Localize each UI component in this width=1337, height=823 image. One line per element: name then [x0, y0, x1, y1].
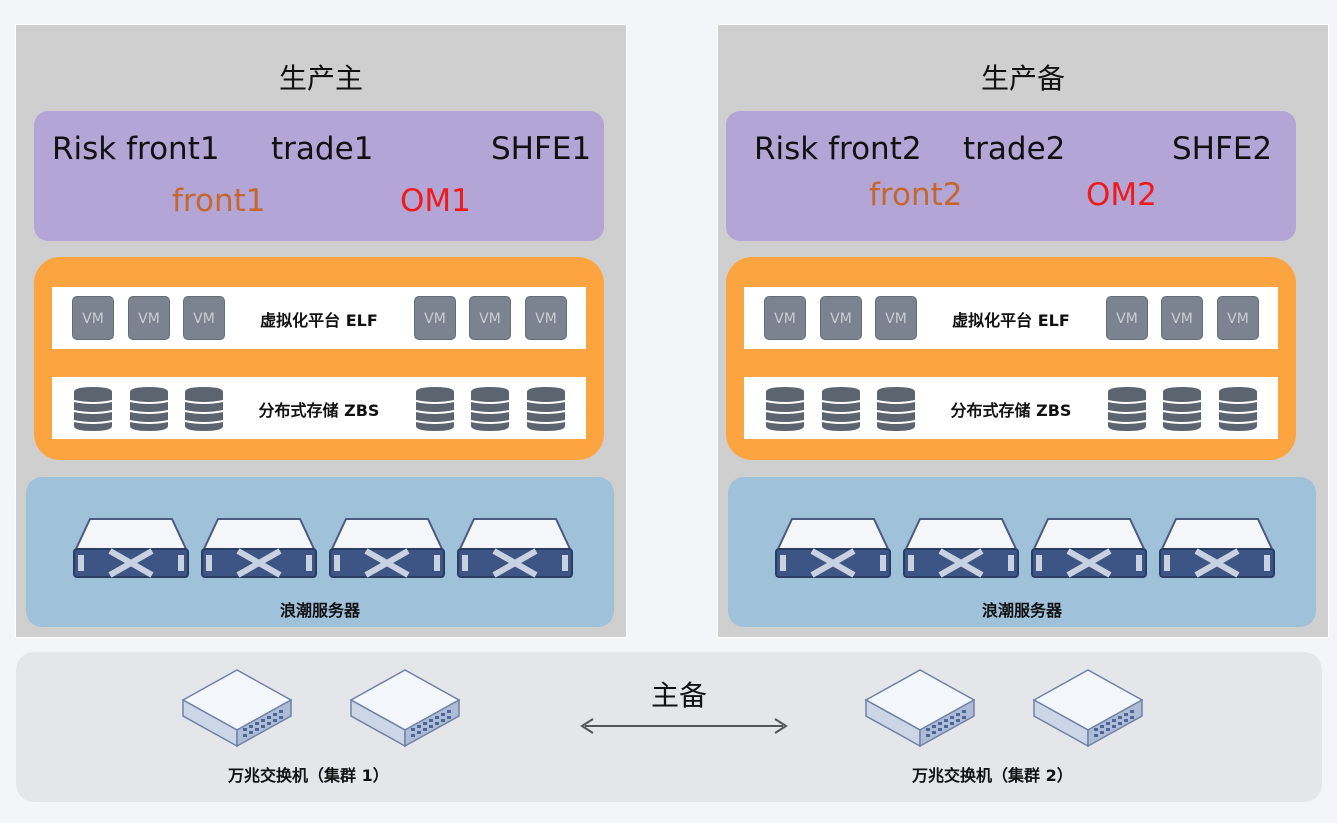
vm-icon: VM — [764, 296, 806, 340]
disk-icon — [128, 386, 170, 432]
server-layer: 浪潮服务器 — [728, 477, 1316, 627]
server-icon — [774, 515, 892, 583]
network-layer: 万兆交换机（集群 1） 主备 万兆交换机（集群 2） — [16, 652, 1322, 802]
disk-icon — [875, 386, 917, 432]
zbs-label: 分布式存储 ZBS — [950, 401, 1072, 420]
server-label: 浪潮服务器 — [981, 601, 1062, 620]
server-icon — [72, 515, 190, 583]
app-shfe: SHFE2 — [1172, 131, 1273, 167]
application-layer: Risk front2 trade2 SHFE2 front2 OM2 — [726, 111, 1296, 241]
disk-icon — [1161, 386, 1203, 432]
switch-icon — [1032, 662, 1144, 748]
vm-icon: VM — [183, 296, 225, 340]
zbs-label: 分布式存储 ZBS — [258, 401, 380, 420]
server-label: 浪潮服务器 — [279, 601, 360, 620]
cluster-2-label: 万兆交换机（集群 2） — [912, 766, 1073, 785]
vm-icon: VM — [1106, 296, 1148, 340]
storage-band: 分布式存储 ZBS — [744, 377, 1278, 439]
vm-icon: VM — [72, 296, 114, 340]
double-arrow-icon — [580, 718, 788, 734]
storage-band: 分布式存储 ZBS — [52, 377, 586, 439]
app-trade: trade2 — [963, 131, 1066, 167]
app-front: front1 — [172, 183, 266, 219]
disk-icon — [1217, 386, 1259, 432]
vm-icon: VM — [820, 296, 862, 340]
server-layer: 浪潮服务器 — [26, 477, 614, 627]
site-primary: 生产主 Risk front1 trade1 SHFE1 front1 OM1 … — [15, 24, 627, 638]
app-risk-front: Risk front2 — [754, 131, 922, 167]
app-risk-front: Risk front1 — [52, 131, 220, 167]
server-icon — [328, 515, 446, 583]
app-front: front2 — [869, 177, 963, 213]
disk-icon — [469, 386, 511, 432]
vm-icon: VM — [875, 296, 917, 340]
site-standby: 生产备 Risk front2 trade2 SHFE2 front2 OM2 … — [717, 24, 1329, 638]
switch-icon — [181, 662, 293, 748]
server-icon — [1158, 515, 1276, 583]
disk-icon — [820, 386, 862, 432]
site-title: 生产主 — [278, 62, 363, 95]
disk-icon — [1106, 386, 1148, 432]
virtualization-band: VM VM VM 虚拟化平台 ELF VM VM VM — [744, 287, 1278, 349]
disk-icon — [183, 386, 225, 432]
switch-icon — [864, 662, 976, 748]
cluster-1-label: 万兆交换机（集群 1） — [228, 766, 389, 785]
application-layer: Risk front1 trade1 SHFE1 front1 OM1 — [34, 111, 604, 241]
server-icon — [456, 515, 574, 583]
server-icon — [902, 515, 1020, 583]
virtualization-band: VM VM VM 虚拟化平台 ELF VM VM VM — [52, 287, 586, 349]
disk-icon — [525, 386, 567, 432]
vm-icon: VM — [525, 296, 567, 340]
disk-icon — [72, 386, 114, 432]
elf-label: 虚拟化平台 ELF — [952, 311, 1070, 330]
app-om: OM1 — [400, 183, 471, 219]
vm-icon: VM — [414, 296, 456, 340]
elf-label: 虚拟化平台 ELF — [260, 311, 378, 330]
vm-icon: VM — [1161, 296, 1203, 340]
app-shfe: SHFE1 — [491, 131, 592, 167]
switch-icon — [349, 662, 461, 748]
server-icon — [1030, 515, 1148, 583]
vm-icon: VM — [128, 296, 170, 340]
server-icon — [200, 515, 318, 583]
ha-label: 主备 — [651, 679, 708, 712]
vm-icon: VM — [469, 296, 511, 340]
app-trade: trade1 — [271, 131, 374, 167]
disk-icon — [414, 386, 456, 432]
site-title: 生产备 — [980, 62, 1065, 95]
vm-icon: VM — [1217, 296, 1259, 340]
platform-layer: VM VM VM 虚拟化平台 ELF VM VM VM 分布式存储 ZBS — [34, 257, 604, 460]
disk-icon — [764, 386, 806, 432]
app-om: OM2 — [1086, 177, 1157, 213]
platform-layer: VM VM VM 虚拟化平台 ELF VM VM VM 分布式存储 ZBS — [726, 257, 1296, 460]
